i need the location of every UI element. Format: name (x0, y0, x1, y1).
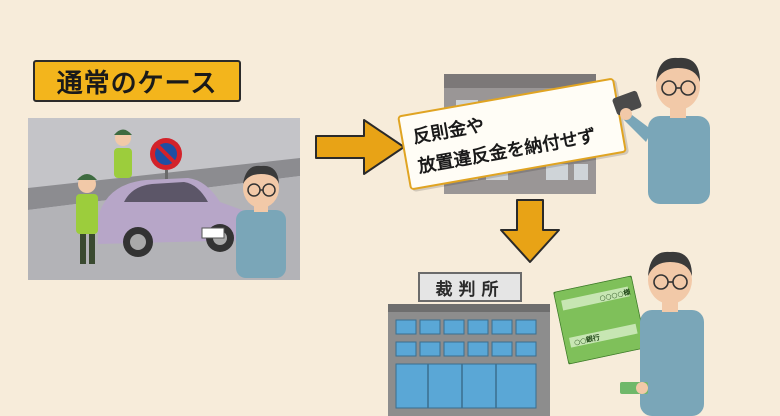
title-text: 通常のケース (56, 68, 218, 99)
officer-icon (76, 174, 98, 264)
bankbook-icon: ○○○○様 ○○銀行 (552, 275, 648, 365)
parking-enforcement-scene (28, 118, 300, 280)
arrow-right-icon (315, 119, 405, 175)
courthouse-label: 裁判所 (435, 279, 505, 300)
courthouse-sign: 裁判所 (418, 272, 522, 302)
man-with-wallet-icon (612, 57, 710, 204)
bankbook-graphic (552, 275, 648, 365)
wallet-icon (612, 90, 642, 116)
arrow-down-icon (500, 199, 560, 263)
man-icon (236, 165, 286, 278)
man-with-bankbook-icon (620, 251, 704, 416)
courthouse-icon (388, 304, 550, 416)
title-badge: 通常のケース (33, 60, 241, 102)
car-icon (98, 178, 251, 257)
officer-icon (114, 129, 132, 178)
